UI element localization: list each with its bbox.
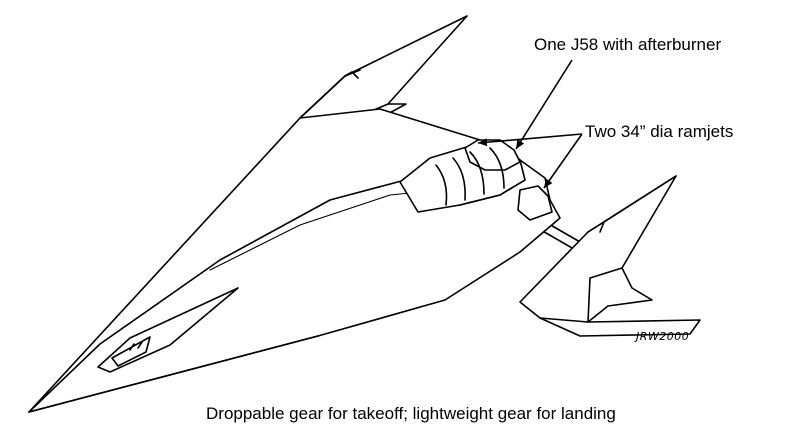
engine-label: One J58 with afterburner — [534, 35, 722, 54]
cockpit-canopy — [97, 287, 239, 373]
artist-signature: JRW2000 — [636, 330, 690, 343]
ramjet-callout-arrows — [477, 133, 583, 189]
lower-tail-fin — [519, 175, 701, 337]
gear-caption: Droppable gear for takeoff; lightweight … — [206, 404, 616, 423]
engine-nacelle — [399, 139, 553, 221]
engine-callout-arrow — [515, 59, 573, 150]
ramjets-label: Two 34” dia ramjets — [585, 122, 734, 141]
